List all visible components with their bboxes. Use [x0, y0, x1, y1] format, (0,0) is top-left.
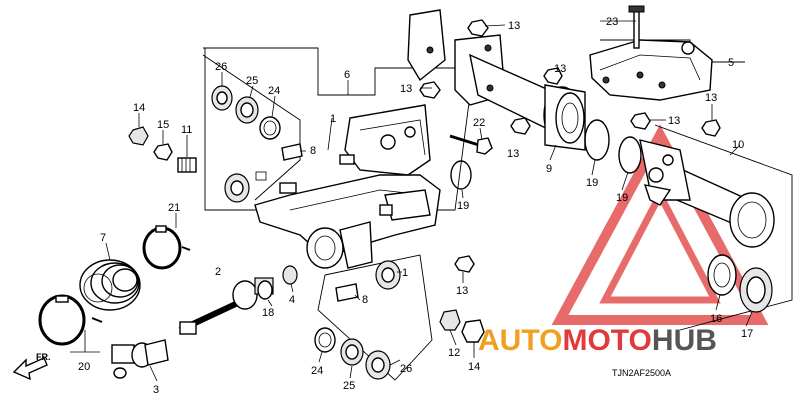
bolt-12	[439, 309, 461, 331]
bearing-17	[739, 267, 773, 313]
callout-3: 3	[153, 384, 159, 396]
callout-12: 12	[448, 347, 460, 359]
nut-14-bottom	[461, 319, 485, 343]
o-ring-19a	[584, 119, 610, 161]
callout-7: 7	[100, 232, 106, 244]
nut-14-top	[128, 126, 149, 146]
callout-24-lower: 24	[311, 365, 323, 377]
callout-26-lower: 26	[400, 363, 412, 375]
bushing-1-lower	[375, 260, 401, 290]
group-box-bearing-bottom	[317, 254, 433, 381]
diagram-code: TJN2AF2500A	[612, 368, 671, 378]
bushing-1-upper	[224, 173, 250, 203]
watermark-text: AUTOMOTOHUB	[478, 324, 717, 357]
washer-15	[153, 143, 173, 161]
callout-25-lower: 25	[343, 380, 355, 392]
swing-arm-tube-10	[639, 139, 775, 248]
leader-lines	[70, 20, 753, 382]
band-21	[142, 225, 182, 270]
callout-10: 10	[732, 139, 744, 151]
nut-13-group	[419, 19, 721, 273]
front-arrow-icon	[12, 357, 48, 381]
callout-19-b: 19	[616, 192, 628, 204]
circlip-4	[282, 265, 298, 285]
callout-19-a: 19	[586, 177, 598, 189]
o-ring-19c	[450, 160, 472, 190]
callout-13-f: 13	[456, 285, 468, 297]
seal-18	[257, 280, 273, 300]
watermark-auto: AUTO	[478, 324, 562, 357]
callout-13-e: 13	[705, 92, 717, 104]
band-20	[38, 294, 86, 346]
callout-5: 5	[728, 57, 734, 69]
callout-11: 11	[181, 124, 192, 136]
callout-21: 21	[168, 202, 180, 214]
group-box-bearing-top	[202, 54, 301, 201]
final-gear-case	[254, 104, 441, 269]
bolt-small-shaft	[181, 246, 191, 251]
callout-13-c: 13	[507, 148, 519, 160]
callout-14-top: 14	[133, 102, 145, 114]
callout-8-lower: 8	[362, 294, 368, 306]
spring-11	[177, 157, 197, 173]
boot-7	[79, 259, 141, 311]
callout-1-upper: 1	[330, 113, 336, 125]
plate-8-lower	[335, 283, 359, 302]
plate-8-upper	[255, 143, 303, 181]
callout-23: 23	[606, 16, 618, 28]
callout-24-upper: 24	[268, 85, 280, 97]
front-direction-indicator: FR.	[12, 352, 51, 381]
bolt-small-boot	[91, 317, 103, 323]
o-ring-19b	[618, 136, 642, 174]
callout-9: 9	[546, 163, 552, 175]
callout-18: 18	[262, 307, 274, 319]
callout-2: 2	[215, 266, 221, 278]
callout-4: 4	[289, 294, 295, 306]
callout-6: 6	[344, 69, 350, 81]
callout-22: 22	[473, 117, 485, 129]
callout-8-upper: 8	[310, 145, 316, 157]
callout-labels: 1 1 2 3 4 5 6 7 8 8 9 10 11 12 13 13 13 …	[78, 16, 753, 396]
group-box-10	[654, 124, 793, 331]
bracket-5	[589, 5, 713, 101]
callout-19-c: 19	[457, 200, 469, 212]
bearing-set-upper	[211, 85, 281, 140]
callout-26-upper: 26	[215, 61, 227, 73]
seal-16	[707, 254, 737, 296]
callout-13-g: 13	[554, 63, 566, 75]
callout-13-d: 13	[668, 115, 680, 127]
callout-16: 16	[710, 313, 722, 325]
watermark-triangle-icon	[551, 124, 769, 325]
bearing-set-lower	[314, 327, 391, 380]
callout-13-a: 13	[508, 20, 520, 32]
watermark-moto: MOTO	[562, 324, 651, 357]
front-label: FR.	[36, 352, 51, 362]
callout-13-b: 13	[400, 83, 412, 95]
watermark-inner-triangle-icon	[599, 187, 721, 304]
watermark-logo	[551, 124, 769, 325]
callout-20: 20	[78, 361, 90, 373]
axle-housing	[407, 9, 586, 151]
callout-14-bottom: 14	[468, 361, 480, 373]
callout-1-lower: 1	[402, 267, 408, 279]
callout-15: 15	[157, 119, 169, 131]
callout-17: 17	[741, 328, 753, 340]
bolt-22	[449, 134, 493, 155]
callout-25-upper: 25	[246, 75, 258, 87]
universal-joint-3	[111, 339, 169, 379]
watermark-hub: HUB	[652, 324, 717, 357]
